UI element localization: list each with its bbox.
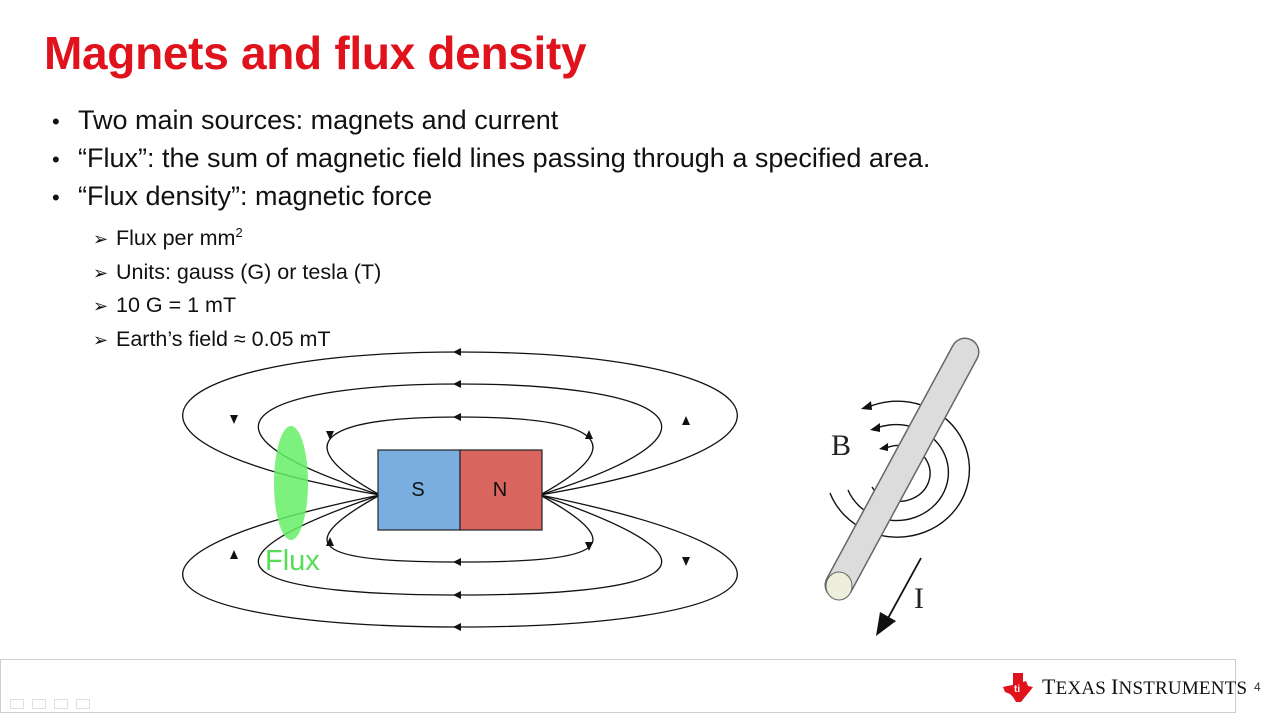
bullet-item: • “Flux density”: magnetic force [52,178,930,216]
sub-bullet-item: ➢ Earth’s field ≈ 0.05 mT [93,323,381,357]
sub-bullet-text: Flux per mm2 [116,222,243,255]
ti-wordmark-letter: T [1042,674,1056,699]
sub-bullet-text: Units: gauss (G) or tesla (T) [116,259,382,284]
current-arrow-shaft [886,557,922,621]
flux-per-mm-text: Flux per mm [116,226,236,250]
arrow-up-icon [682,416,690,425]
arrow-down-icon [585,542,593,551]
bullet-icon: • [52,147,60,172]
ti-wordmark-part: NSTRUMENTS [1118,678,1248,699]
ti-wordmark-letter: I [1111,674,1119,699]
texas-instruments-logo: ti TEXAS INSTRUMENTS [1002,672,1247,702]
field-arc-arrow-icons [861,401,888,451]
sub-bullet-text: Earth’s field ≈ 0.05 mT [116,327,331,352]
arrow-icon [870,423,880,432]
sub-bullet-item: ➢ Flux per mm2 [93,222,381,256]
arrow-icon [879,443,888,451]
field-arrow-icons [230,348,690,631]
sub-bullet-item: ➢ 10 G = 1 mT [93,289,381,323]
sub-bullet-text: 10 G = 1 mT [116,293,237,318]
wire-field-diagram: B I [824,337,980,636]
slide-title: Magnets and flux density [44,27,587,79]
arrow-left-icon [453,623,461,631]
arrow-bullet-icon: ➢ [93,296,109,317]
arrow-down-icon [682,557,690,566]
footer-bar [0,659,1236,713]
control-icon[interactable] [76,699,90,709]
ti-wordmark-part: EXAS [1055,678,1112,699]
current-i-label: I [914,582,924,615]
magnet-north-pole [459,449,543,531]
bullet-item: • “Flux”: the sum of magnetic field line… [52,140,930,178]
player-controls[interactable] [10,699,90,709]
arrow-down-icon [326,431,334,440]
arrow-up-icon [585,430,593,439]
wire-rod-end [825,571,853,601]
arrow-up-icon [326,537,334,546]
arrow-left-icon [453,348,461,356]
control-icon[interactable] [32,699,46,709]
arrow-up-icon [230,550,238,559]
bullet-text: “Flux density”: magnetic force [78,181,433,211]
flux-label: Flux [265,545,320,577]
arrow-bullet-icon: ➢ [93,262,109,283]
north-pole-label: N [493,479,507,501]
field-b-label: B [831,429,851,462]
superscript-two: 2 [235,224,243,240]
bullet-icon: • [52,185,60,210]
bullet-text: Two main sources: magnets and current [78,105,559,135]
sub-bullet-list: ➢ Flux per mm2 ➢ Units: gauss (G) or tes… [93,222,381,357]
svg-text:ti: ti [1014,684,1020,695]
arrow-bullet-icon: ➢ [93,229,109,249]
arrow-icon [861,401,872,410]
bullet-list: • Two main sources: magnets and current … [52,102,930,216]
south-pole-label: S [411,479,424,501]
bullet-item: • Two main sources: magnets and current [52,102,930,140]
arrow-down-icon [230,415,238,424]
current-arrow-icon [876,612,896,636]
ti-wordmark: TEXAS INSTRUMENTS [1042,674,1247,700]
sub-bullet-item: ➢ Units: gauss (G) or tesla (T) [93,256,381,290]
arrow-left-icon [453,380,461,388]
magnet-south-pole [377,449,461,531]
arrow-bullet-icon: ➢ [93,330,109,351]
arrow-left-icon [453,558,461,566]
ti-state-logo-icon: ti [1003,673,1033,702]
bullet-text: “Flux”: the sum of magnetic field lines … [78,143,931,173]
control-icon[interactable] [54,699,68,709]
wire-rod [826,339,978,598]
arrow-left-icon [453,591,461,599]
control-icon[interactable] [10,699,24,709]
arrow-left-icon [453,413,461,421]
page-number: 4 [1254,680,1261,694]
flux-area-ellipse [274,426,308,540]
bullet-icon: • [52,109,60,134]
